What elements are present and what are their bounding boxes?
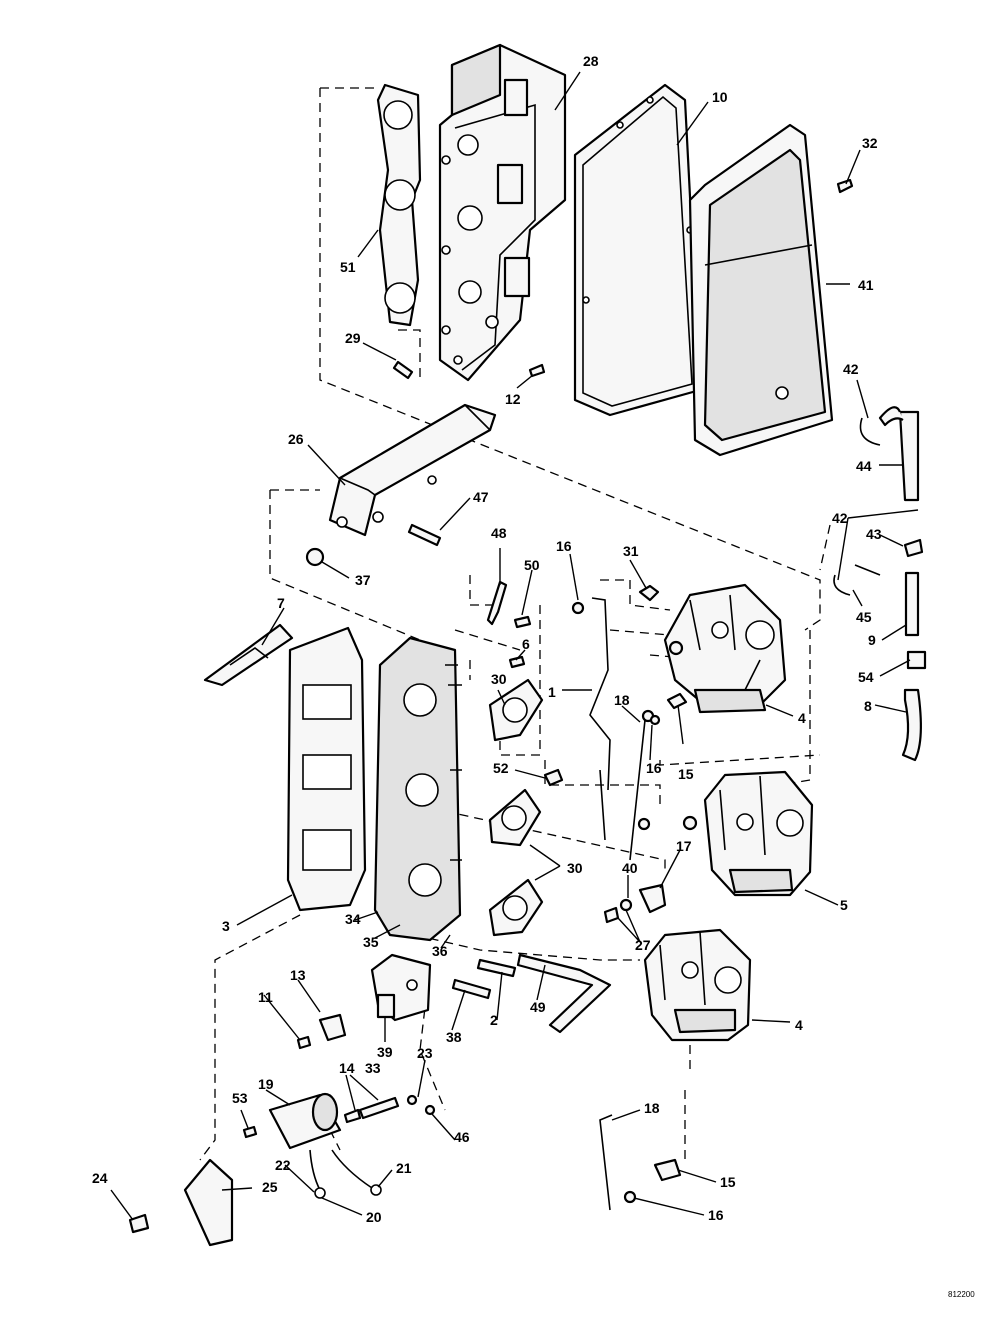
callout-18: 18 [614,692,630,708]
callout-26: 26 [288,431,304,447]
drain-hose [516,953,612,1034]
callout-28: 28 [583,53,599,69]
callout-13: 13 [290,967,306,983]
callout-44: 44 [856,458,872,474]
callout-34: 34 [345,911,361,927]
callout-45: 45 [856,609,872,625]
callout-49: 49 [530,999,546,1015]
silencer-cover [688,123,834,457]
callout-5: 5 [840,897,848,913]
silencer-screw [836,178,854,194]
callout-17: 17 [676,838,692,854]
callout-16: 16 [646,760,662,776]
callout-7: 7 [277,595,285,611]
fuel-hoses [833,406,927,762]
callout-16: 16 [556,538,572,554]
drawing-number-stamp: 812200 [948,1290,975,1299]
callout-33: 33 [365,1060,381,1076]
callout-16: 16 [708,1207,724,1223]
callout-29: 29 [345,330,361,346]
callout-21: 21 [396,1160,412,1176]
callout-24: 24 [92,1170,108,1186]
callout-20: 20 [366,1209,382,1225]
callout-40: 40 [622,860,638,876]
callout-42: 42 [843,361,859,377]
callout-51: 51 [340,259,356,275]
callout-22: 22 [275,1157,291,1173]
callout-1: 1 [548,684,556,700]
throttle-linkage-rod [589,597,611,841]
callout-30: 30 [491,671,507,687]
callout-36: 36 [432,943,448,959]
callout-10: 10 [712,89,728,105]
callout-30: 30 [567,860,583,876]
choke-solenoid [242,1092,436,1199]
callout-35: 35 [363,934,379,950]
callout-46: 46 [454,1129,470,1145]
callout-50: 50 [524,557,540,573]
dowel-pin [392,360,414,380]
callout-3: 3 [222,918,230,934]
intake-manifold [373,636,462,942]
callout-41: 41 [858,277,874,293]
callout-43: 43 [866,526,882,542]
callout-39: 39 [377,1044,393,1060]
manifold-bolts [451,958,517,1000]
callout-23: 23 [417,1045,433,1061]
cover-gasket [376,83,422,327]
solenoid-cover [128,1158,234,1247]
callout-8: 8 [864,698,872,714]
carburetor-upper [663,583,787,714]
callout-18: 18 [644,1100,660,1116]
callout-47: 47 [473,489,489,505]
carb-gaskets [488,678,544,937]
bracket-bolt [407,523,442,547]
leader-lines [110,71,919,1221]
callout-53: 53 [232,1090,248,1106]
callout-11: 11 [258,989,273,1005]
callout-14: 14 [339,1060,355,1076]
callout-6: 6 [522,636,530,652]
intake-manifold-cover [438,43,567,382]
callout-25: 25 [262,1179,278,1195]
carburetor-middle [682,770,814,897]
carburetor-lower [643,928,752,1042]
callout-4: 4 [795,1017,803,1033]
callout-42: 42 [832,510,848,526]
cover-large-gasket [573,83,702,417]
reed-valve-plate [203,623,294,687]
knob [305,547,325,567]
callout-31: 31 [623,543,639,559]
link-clips-upper [649,692,688,726]
callout-12: 12 [505,391,521,407]
callout-38: 38 [446,1029,462,1045]
callout-54: 54 [858,669,874,685]
callout-15: 15 [678,766,694,782]
callout-32: 32 [862,135,878,151]
callout-19: 19 [258,1076,274,1092]
callout-2: 2 [490,1012,498,1028]
callout-4: 4 [798,710,806,726]
throttle-bracket-bar [328,403,497,537]
callout-9: 9 [868,632,876,648]
intake-gasket [286,626,367,912]
callout-27: 27 [635,937,651,953]
callout-37: 37 [355,572,371,588]
choke-housing [370,953,432,1022]
carb-bracket-hardware [603,883,667,924]
cover-screw [528,363,546,378]
callout-52: 52 [493,760,509,776]
small-hardware [486,580,660,787]
link-rod-lower [599,1114,682,1211]
mounting-bracket [296,1013,347,1050]
callout-15: 15 [720,1174,736,1190]
assembly-dashed-lines [199,87,831,1161]
callout-48: 48 [491,525,507,541]
